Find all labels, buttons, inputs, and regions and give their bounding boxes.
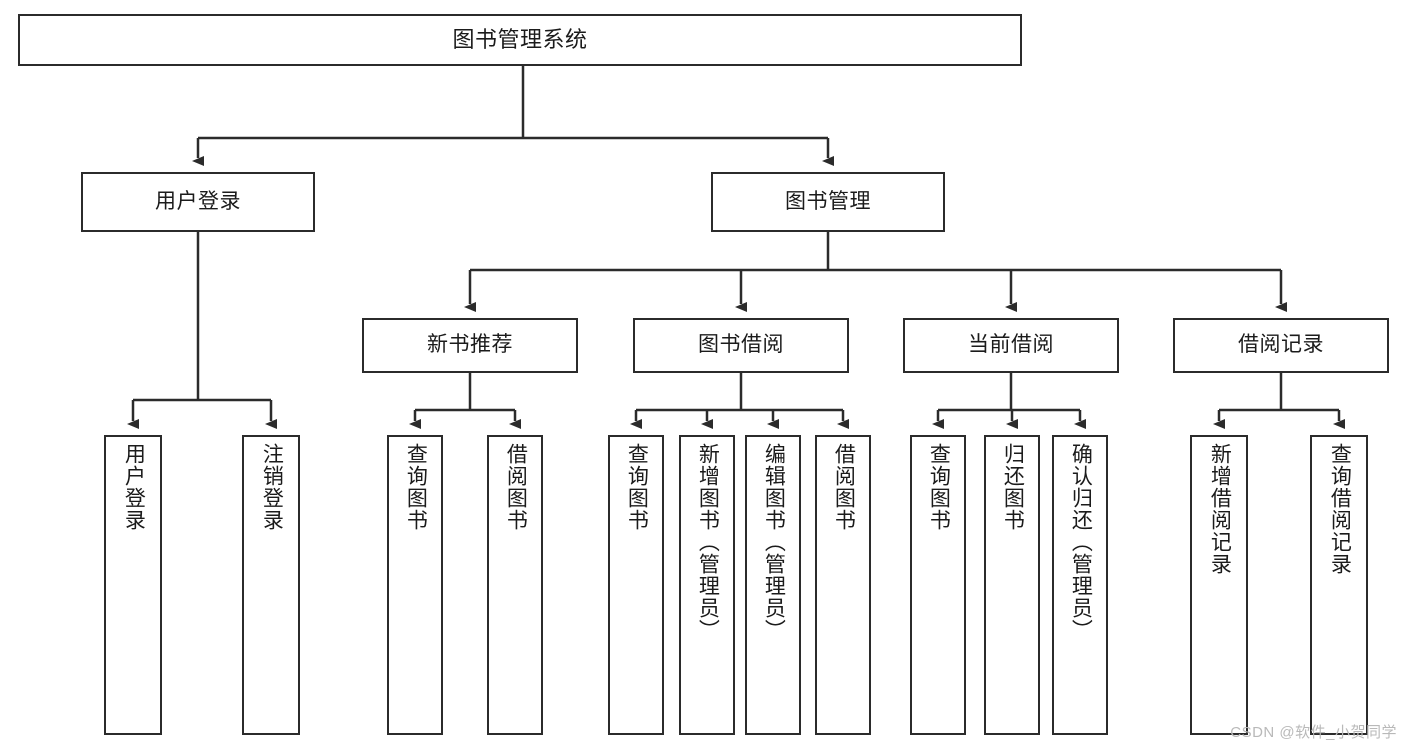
node-label: 借阅记录 — [1238, 333, 1324, 357]
node-borrowing-record[interactable]: 借阅记录 — [1173, 318, 1389, 373]
node-label: 编辑图书（管理员） — [762, 443, 786, 641]
node-label: 查询借阅记录 — [1328, 443, 1352, 575]
node-label: 图书借阅 — [698, 333, 784, 357]
leaf-logout[interactable]: 注销登录 — [242, 435, 300, 735]
node-label: 用户登录 — [155, 189, 241, 213]
node-user-login[interactable]: 用户登录 — [81, 172, 315, 232]
leaf-query-borrow-record[interactable]: 查询借阅记录 — [1310, 435, 1368, 735]
leaf-borrow-book-new-rec[interactable]: 借阅图书 — [487, 435, 543, 735]
leaf-edit-book-admin[interactable]: 编辑图书（管理员） — [745, 435, 801, 735]
csdn-watermark: CSDN @软件_小贺同学 — [1230, 724, 1397, 741]
leaf-query-book-current[interactable]: 查询图书 — [910, 435, 966, 735]
node-current-borrowing[interactable]: 当前借阅 — [903, 318, 1119, 373]
leaf-add-borrow-record[interactable]: 新增借阅记录 — [1190, 435, 1248, 735]
node-label: 图书管理系统 — [452, 27, 588, 53]
node-label: 用户登录 — [122, 443, 146, 531]
leaf-confirm-return-admin[interactable]: 确认归还（管理员） — [1052, 435, 1108, 735]
leaf-add-book-admin[interactable]: 新增图书（管理员） — [679, 435, 735, 735]
node-label: 查询图书 — [625, 443, 649, 531]
node-label: 确认归还（管理员） — [1069, 443, 1093, 641]
node-label: 查询图书 — [927, 443, 951, 531]
node-root-book-management-system[interactable]: 图书管理系统 — [18, 14, 1022, 66]
node-book-borrowing[interactable]: 图书借阅 — [633, 318, 849, 373]
node-book-management[interactable]: 图书管理 — [711, 172, 945, 232]
node-label: 借阅图书 — [504, 443, 528, 531]
leaf-query-book-borrowing[interactable]: 查询图书 — [608, 435, 664, 735]
node-label: 图书管理 — [785, 189, 871, 213]
node-label: 归还图书 — [1001, 443, 1025, 531]
node-new-book-recommendation[interactable]: 新书推荐 — [362, 318, 578, 373]
node-label: 注销登录 — [260, 443, 284, 531]
node-label: 新增借阅记录 — [1208, 443, 1232, 575]
leaf-borrow-book-borrowing[interactable]: 借阅图书 — [815, 435, 871, 735]
leaf-query-book-new-rec[interactable]: 查询图书 — [387, 435, 443, 735]
node-label: 新书推荐 — [427, 333, 513, 357]
leaf-return-book[interactable]: 归还图书 — [984, 435, 1040, 735]
node-label: 当前借阅 — [968, 333, 1054, 357]
node-label: 新增图书（管理员） — [696, 443, 720, 641]
leaf-user-login[interactable]: 用户登录 — [104, 435, 162, 735]
node-label: 查询图书 — [404, 443, 428, 531]
node-label: 借阅图书 — [832, 443, 856, 531]
